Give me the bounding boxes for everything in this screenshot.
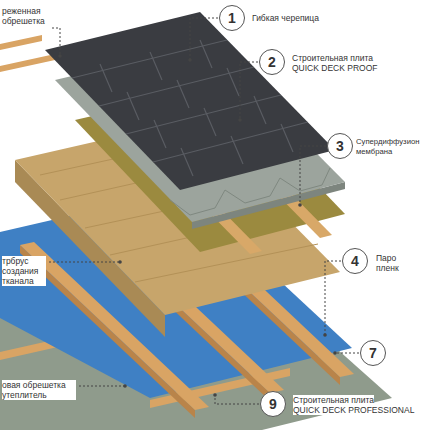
leader-dot [323, 333, 327, 337]
callout-circle: 4 [342, 248, 368, 274]
leader-dot [333, 351, 337, 355]
callout-number: 1 [228, 11, 236, 25]
leader-dots [58, 54, 337, 397]
leader-line [79, 386, 125, 387]
leader-dot [123, 384, 127, 388]
leader-dot [188, 58, 192, 62]
callout-circle: 1 [219, 5, 245, 31]
callout-number: 4 [351, 254, 359, 268]
shingle-pattern [72, 40, 308, 176]
part-label: реженная обрешетка [2, 6, 54, 26]
leader-line [215, 395, 259, 404]
callout-circle: 9 [260, 391, 286, 417]
leader-dot [118, 260, 122, 264]
top-batten [0, 35, 42, 50]
leader-line [300, 146, 326, 205]
leader-dot [58, 54, 62, 58]
part-label: овая обрешетка утеплитель [2, 380, 76, 400]
callout-circle: 3 [327, 133, 353, 159]
leader-lines [49, 18, 359, 404]
leader-line [335, 353, 359, 354]
leader-line [240, 62, 258, 120]
part-label: Гибкая черепица [252, 13, 319, 23]
leader-line [49, 262, 120, 263]
part-label: трбрус создания тканала [2, 256, 46, 286]
callout-circle: 7 [360, 340, 386, 366]
leader-line [52, 28, 60, 56]
shingle-joints [100, 40, 293, 176]
part-label: Супердиффузион мембрана [356, 137, 423, 157]
part-label: Строительная плита [292, 53, 373, 63]
leader-dot [298, 203, 302, 207]
leader-dot [238, 118, 242, 122]
callout-number: 2 [268, 55, 276, 69]
part-label: Паро пленк [376, 253, 418, 273]
shingle-rows [72, 40, 308, 162]
leader-line [190, 18, 218, 60]
callout-circle: 2 [259, 49, 285, 75]
callout-number: 9 [269, 397, 277, 411]
part-label: QUICK DECK PROFESSIONAL [293, 405, 414, 415]
callout-number: 7 [369, 346, 377, 360]
top-batten [0, 54, 55, 72]
shingles [45, 12, 335, 190]
part-label: QUICK DECK PROOF [292, 63, 377, 73]
callout-number: 3 [336, 139, 344, 153]
leader-line [325, 261, 341, 335]
part-label: Строительная плита [293, 395, 374, 405]
leader-dot [213, 393, 217, 397]
